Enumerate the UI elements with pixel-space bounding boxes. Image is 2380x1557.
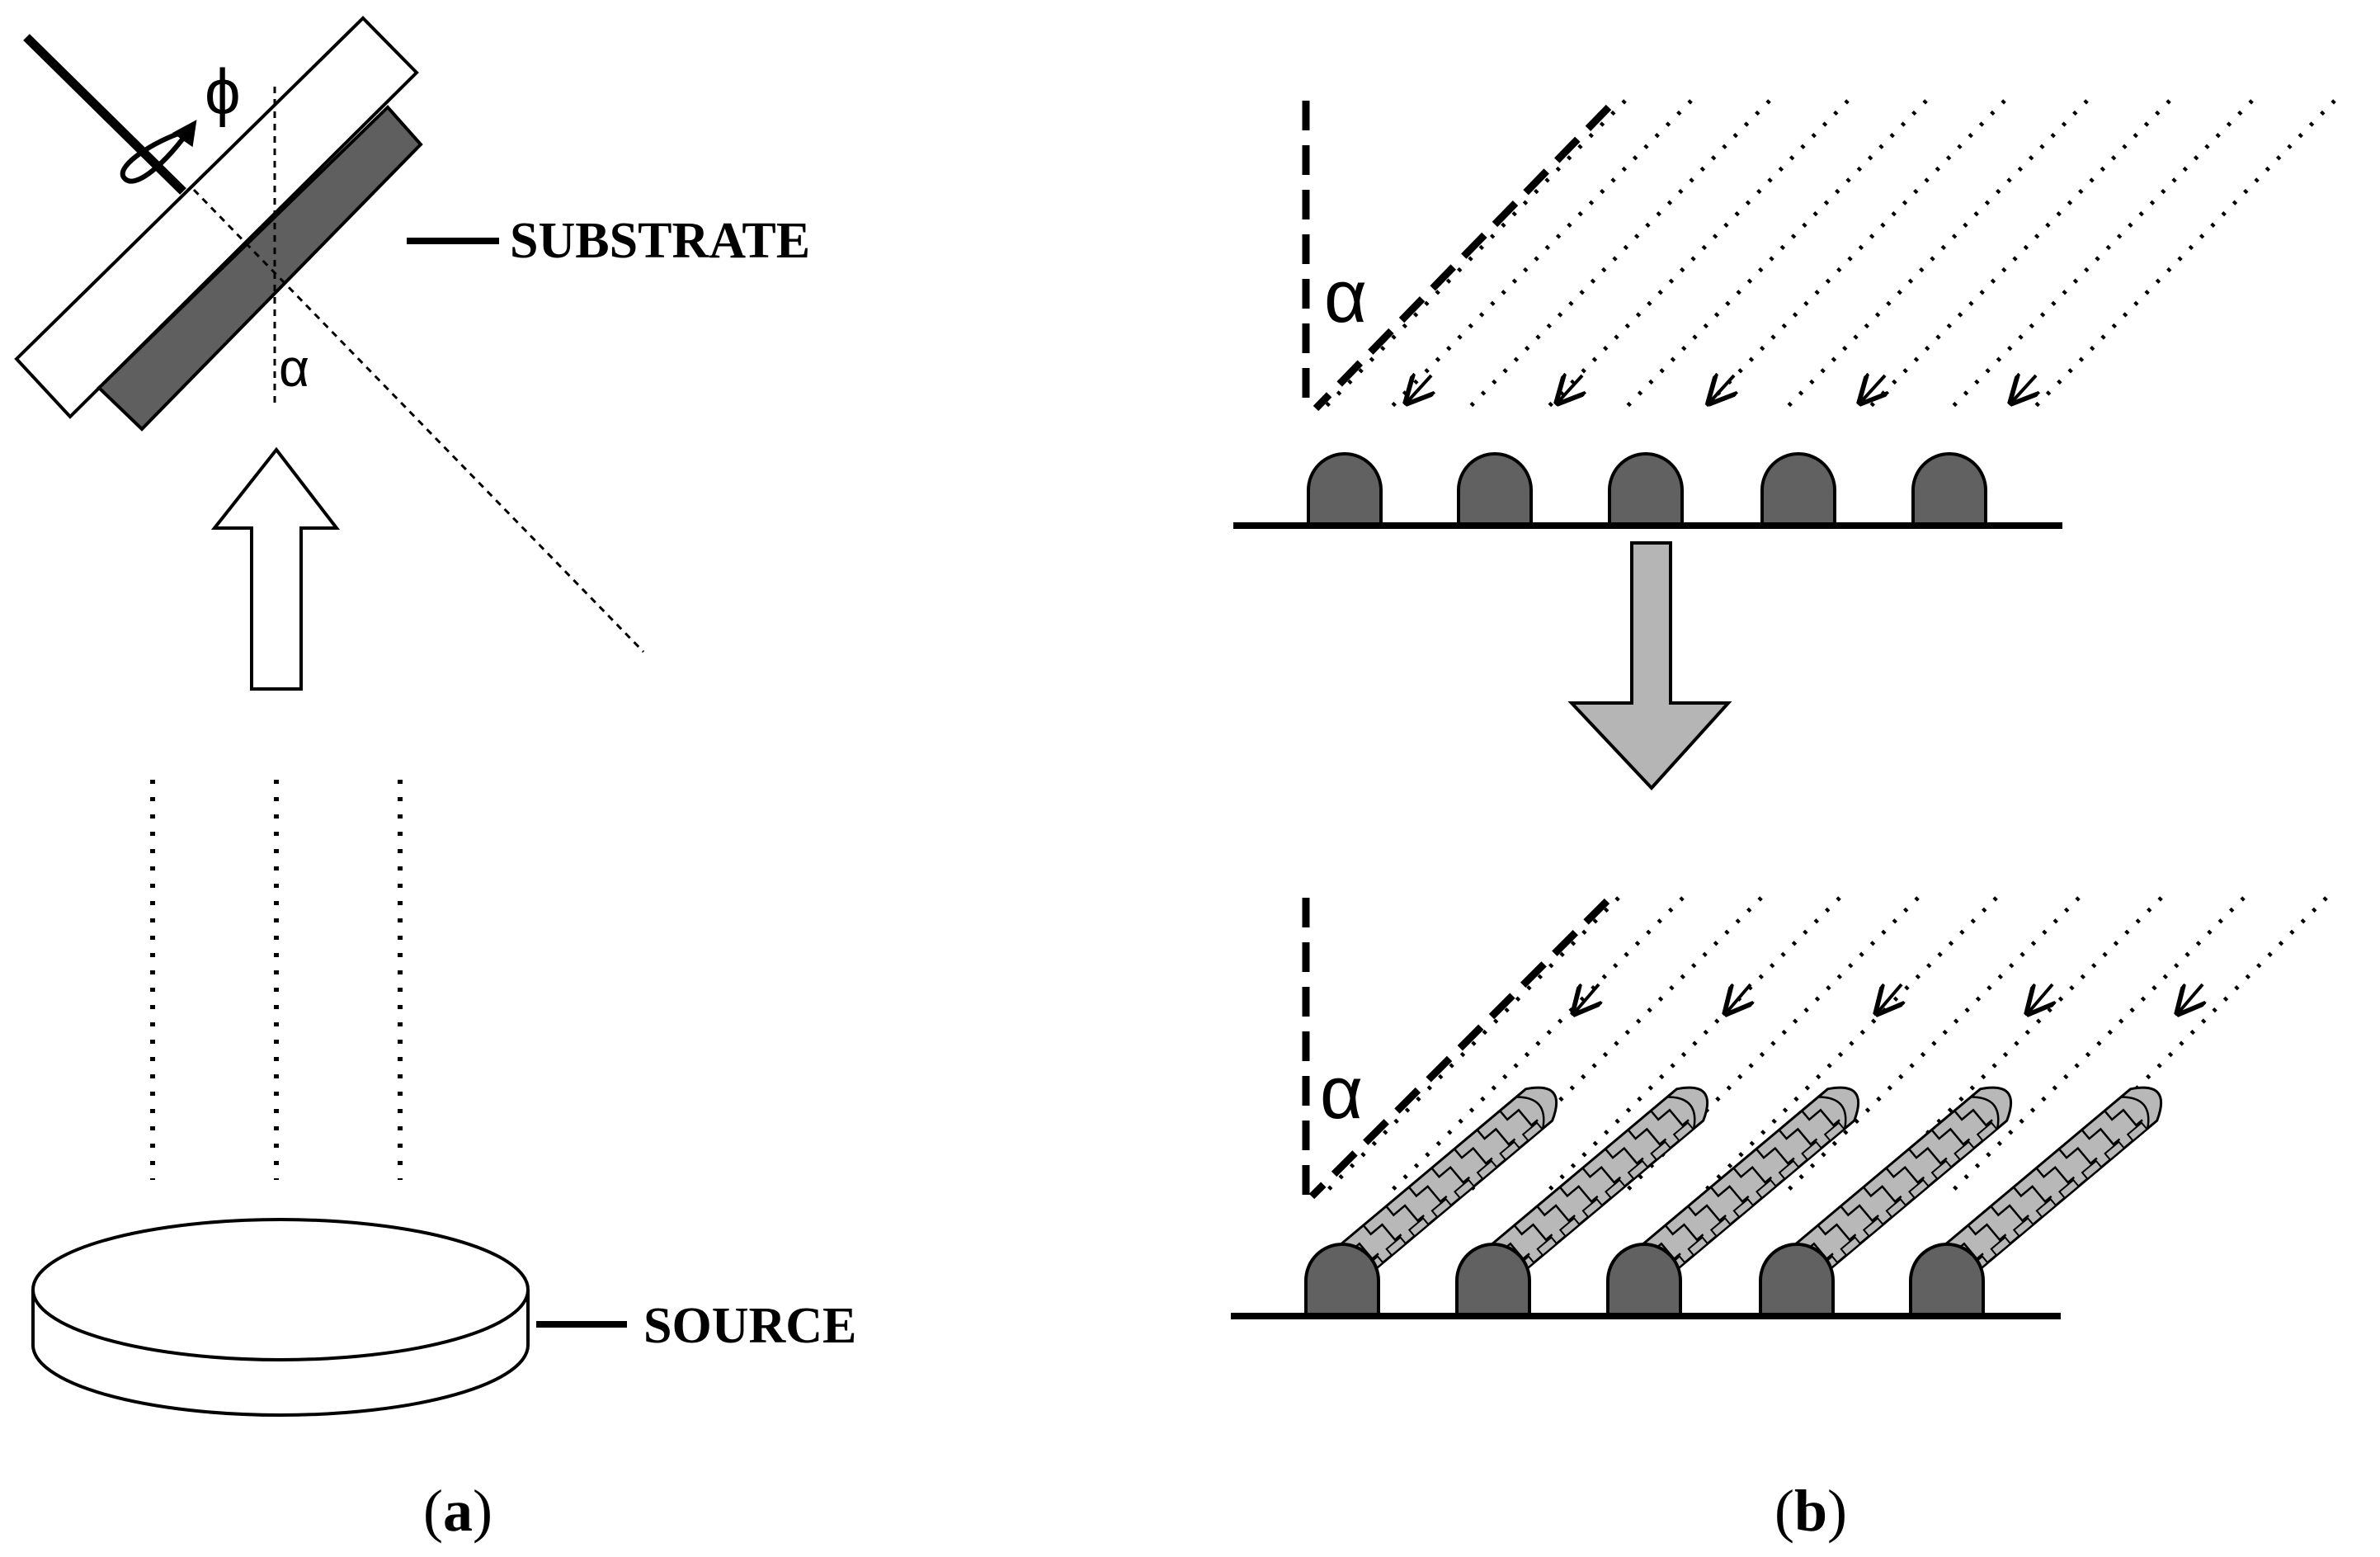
rotation-arrow-icon [120, 120, 197, 184]
panel-a: ϕ α SUBSTRATE SOURCE (a) [14, 16, 856, 1544]
alpha-label-bottom: α [1320, 1052, 1363, 1135]
phi-label: ϕ [205, 55, 241, 128]
flux-arrow-bottom-4 [2028, 984, 2052, 1013]
seed-top-3 [1608, 452, 1684, 526]
flux-ray-top-9 [1947, 99, 2254, 413]
flux-ray-top-3 [1464, 99, 1771, 413]
caption-b: (b) [1774, 1478, 1847, 1544]
column-growth-stage: α [1231, 896, 2328, 1319]
flux-arrow-top-4 [1860, 375, 1885, 403]
substrate-holder [14, 16, 419, 419]
flux-arrow-bottom-3 [1877, 984, 1902, 1013]
seed-row [1307, 452, 1987, 526]
alpha-label-a: α [279, 338, 309, 398]
tilted-column-2 [1482, 1086, 1709, 1285]
flux-arrow-bottom-1 [1574, 984, 1599, 1013]
flux-ray-top-4 [1543, 99, 1850, 413]
substrate-normal-line [192, 188, 645, 653]
flux-arrow-bottom-5 [2178, 984, 2203, 1013]
flux-arrow-top-3 [1709, 375, 1734, 403]
flux-ray-top-2 [1386, 99, 1693, 413]
alpha-label-top: α [1324, 256, 1367, 338]
flux-ray-top-10 [2029, 99, 2336, 413]
flux-ray-top-1 [1320, 99, 1627, 413]
flux-ray-top-7 [1782, 99, 2089, 413]
tilted-column-3 [1633, 1086, 1860, 1285]
tilted-column-4 [1785, 1086, 2013, 1285]
panel-b: α α (b) [1231, 99, 2336, 1544]
tilted-columns [1331, 1086, 2163, 1285]
seed-top-5 [1911, 452, 1987, 526]
incidence-angle-dashed-bottom [1308, 898, 1610, 1200]
flux-arrow-top-2 [1558, 375, 1582, 403]
flux-arrow-top-1 [1407, 375, 1431, 403]
seed-top-1 [1307, 452, 1383, 526]
flux-arrow-bottom-2 [1726, 984, 1751, 1013]
source-label: SOURCE [643, 1298, 856, 1354]
flux-arrow-top-5 [2011, 375, 2036, 403]
rotation-shaft [23, 34, 186, 195]
seed-bottom-4 [1759, 1243, 1835, 1316]
tilted-column-1 [1331, 1086, 1558, 1285]
substrate-label: SUBSTRATE [510, 213, 810, 269]
vapor-direction-arrow-icon [210, 446, 341, 691]
incoming-flux-rays [1320, 99, 2336, 413]
seed-bottom-5 [1909, 1243, 1985, 1316]
caption-a: (a) [423, 1478, 492, 1544]
seed-row-bottom [1304, 1243, 1985, 1316]
seed-top-4 [1760, 452, 1836, 526]
initial-seed-stage: α [1233, 99, 2336, 529]
flux-ray-top-6 [1699, 99, 2006, 413]
flux-ray-top-8 [1864, 99, 2171, 413]
incidence-angle-dashed [1313, 104, 1612, 412]
flux-ray-top-5 [1621, 99, 1928, 413]
seed-bottom-1 [1304, 1243, 1380, 1316]
seed-bottom-3 [1606, 1243, 1682, 1316]
seed-bottom-2 [1455, 1243, 1531, 1316]
process-arrow-icon [1567, 541, 1732, 790]
seed-top-2 [1457, 452, 1533, 526]
substrate-film [97, 105, 423, 432]
source-crucible [31, 1218, 530, 1417]
incoming-flux-rays-bottom [1320, 896, 2328, 1198]
